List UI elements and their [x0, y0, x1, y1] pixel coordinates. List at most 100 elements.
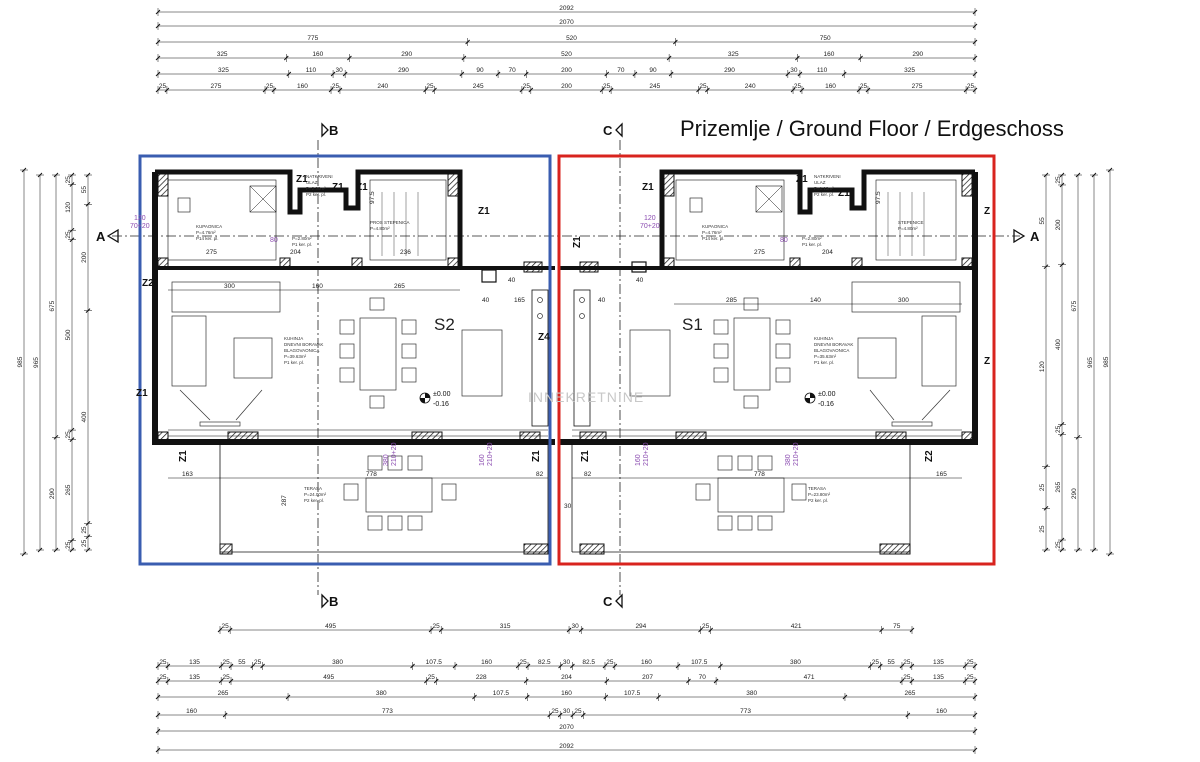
- svg-text:Z: Z: [984, 206, 990, 217]
- dim-tick-mark: [972, 39, 978, 45]
- dim-label: 25: [1055, 541, 1062, 549]
- dim-label: 520: [566, 35, 577, 42]
- dim-label: 160: [297, 83, 308, 90]
- dim-tick-mark: [472, 694, 477, 700]
- dim-label: 25: [603, 83, 611, 90]
- dim-tick-mark: [432, 87, 437, 93]
- section-b-bottom-label: B: [329, 594, 338, 609]
- dim-tick-mark: [1075, 547, 1081, 553]
- unit-s1-furniture: [579, 197, 961, 531]
- svg-text:300: 300: [898, 297, 909, 304]
- dim-label: 25: [426, 83, 434, 90]
- dim-tick-mark: [558, 663, 563, 669]
- svg-text:80: 80: [780, 237, 788, 244]
- dim-tick-mark: [53, 172, 59, 178]
- dim-label: 25: [65, 176, 72, 184]
- dim-tick-mark: [1043, 505, 1049, 511]
- dim-label: 25: [428, 674, 436, 681]
- dim-tick-mark: [53, 434, 59, 440]
- dim-label: 773: [740, 708, 751, 715]
- dim-label: 25: [1055, 425, 1062, 433]
- dim-tick-mark: [452, 663, 458, 669]
- dim-label: 325: [217, 51, 228, 58]
- dim-tick-mark: [1091, 172, 1097, 178]
- dim-tick-mark: [972, 87, 978, 93]
- svg-text:70+20: 70+20: [130, 223, 150, 230]
- dim-tick-mark: [519, 87, 525, 93]
- dim-label: 25: [702, 623, 710, 630]
- dim-label: 55: [1039, 217, 1046, 225]
- dim-tick-mark: [410, 663, 415, 669]
- dim-label: 135: [933, 659, 944, 666]
- section-a-left-label: A: [96, 229, 106, 244]
- svg-text:Z2: Z2: [924, 450, 935, 462]
- dim-label: 500: [65, 329, 72, 340]
- svg-text:P2 ker. pl.: P2 ker. pl.: [808, 498, 828, 503]
- svg-text:210+20: 210+20: [487, 442, 494, 466]
- dim-label: 675: [49, 300, 56, 311]
- dim-label: 290: [398, 67, 409, 74]
- dim-tick-mark: [228, 678, 234, 684]
- dim-tick-mark: [608, 87, 614, 93]
- dim-tick-mark: [858, 55, 863, 61]
- dim-tick-mark: [423, 87, 428, 93]
- dim-tick-mark: [155, 55, 161, 61]
- dim-tick-mark: [1043, 547, 1049, 553]
- svg-text:380: 380: [785, 454, 792, 466]
- dim-label: 25: [519, 659, 527, 666]
- dim-tick-mark: [515, 663, 521, 669]
- dim-label: 265: [218, 690, 229, 697]
- dim-tick-mark: [868, 663, 873, 669]
- dim-label: 25: [1039, 525, 1046, 533]
- svg-text:275: 275: [206, 249, 217, 256]
- dim-tick-mark: [1059, 431, 1065, 437]
- s1-living-label: KUHINJA DNEVNI BORAVAK BLAGOVAONICA P=35…: [814, 336, 853, 365]
- dim-label: 775: [307, 35, 318, 42]
- dim-label: 25: [551, 708, 559, 715]
- dim-label: 25: [794, 83, 802, 90]
- unit-s2-outline: [138, 154, 552, 566]
- svg-text:DNEVNI BORAVAK: DNEVNI BORAVAK: [284, 342, 323, 347]
- dim-tick-mark: [69, 182, 75, 187]
- dim-tick-mark: [217, 627, 223, 633]
- svg-text:Z1: Z1: [332, 182, 344, 193]
- svg-text:97.5: 97.5: [875, 191, 882, 204]
- s2-terrace-label: TERASA P=24.00m² P2 ker. pl.: [304, 486, 327, 503]
- svg-text:P1 ker. pl.: P1 ker. pl.: [284, 360, 304, 365]
- section-marker-b-bottom: B: [321, 593, 338, 609]
- svg-text:97.5: 97.5: [369, 191, 376, 204]
- svg-text:236: 236: [400, 249, 411, 256]
- dim-tick-mark: [69, 172, 75, 178]
- dim-label: 275: [211, 83, 222, 90]
- dim-tick-mark: [155, 39, 161, 45]
- dim-tick-mark: [337, 87, 343, 93]
- svg-text:380: 380: [383, 454, 390, 466]
- dim-label: 495: [325, 623, 336, 630]
- dim-label: 294: [635, 623, 646, 630]
- dim-label: 25: [903, 659, 911, 666]
- dim-label: 25: [1039, 484, 1046, 492]
- dim-label: 380: [376, 690, 387, 697]
- dim-label: 265: [65, 484, 72, 495]
- dim-tick-mark: [155, 712, 161, 718]
- dim-tick-mark: [69, 538, 75, 543]
- dim-label: 965: [33, 357, 40, 368]
- dim-tick-mark: [666, 55, 672, 61]
- dim-label: 25: [159, 674, 167, 681]
- dim-tick-mark: [1059, 262, 1065, 268]
- dim-tick-mark: [570, 663, 575, 669]
- dim-tick-mark: [877, 663, 883, 669]
- dim-tick-mark: [972, 712, 978, 718]
- dim-label: 228: [476, 674, 487, 681]
- dim-label: 110: [306, 67, 317, 74]
- dim-tick-mark: [899, 678, 905, 684]
- dim-tick-mark: [524, 694, 530, 700]
- watermark: INNEKRETNINE: [528, 389, 644, 405]
- dim-tick-mark: [227, 627, 233, 633]
- dim-label: 30: [335, 67, 343, 74]
- svg-text:40: 40: [598, 297, 606, 304]
- dim-label: 380: [746, 690, 757, 697]
- svg-text:P=2.80m²: P=2.80m²: [292, 236, 312, 241]
- svg-text:P2 ker. pl.: P2 ker. pl.: [304, 498, 324, 503]
- level-marker-right: ±0.00 -0.16: [804, 391, 836, 408]
